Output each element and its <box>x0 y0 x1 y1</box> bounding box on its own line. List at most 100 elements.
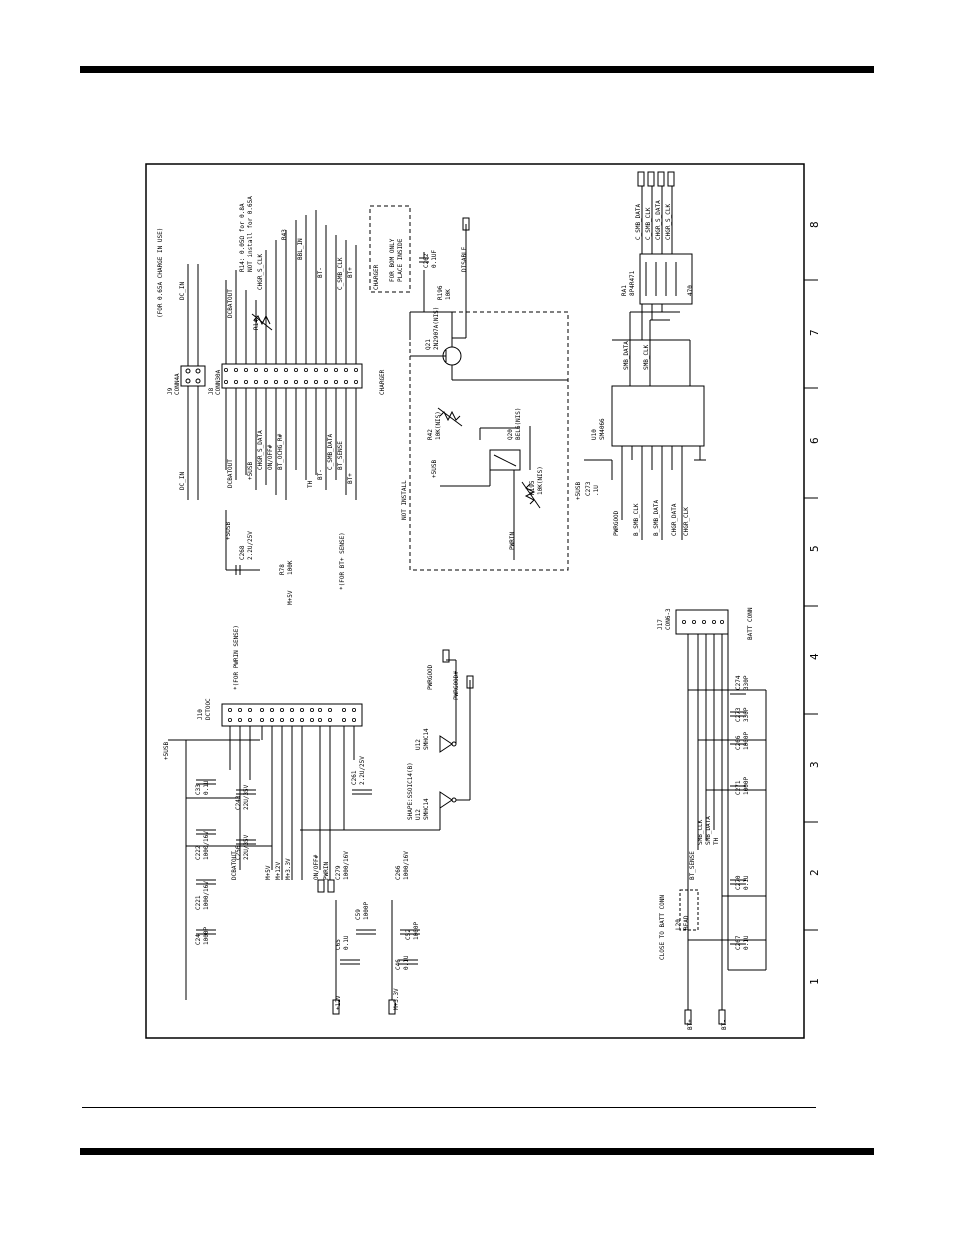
charger-test-label: CHARGER <box>373 264 380 290</box>
zone-label: 7 <box>808 329 821 336</box>
bt-sense-batt-label: BT_SENSE <box>689 851 696 880</box>
c-smb-data-label: C_SMB_DATA <box>327 433 334 470</box>
r195-resistor <box>521 481 541 509</box>
u12b-ref: U12 <box>415 739 422 750</box>
zone-label: 3 <box>808 761 821 768</box>
bbl-in-label: BBL_IN <box>297 238 304 260</box>
r78-ref: R78 <box>279 564 286 575</box>
zone-label: 5 <box>808 545 821 552</box>
v5-label: +5USB <box>163 742 170 760</box>
bt-sense-note: *(FOR BT+ SENSE) <box>339 532 346 590</box>
l20-value: BEAD <box>683 915 690 930</box>
r14-note-1: R14: 0.05Ω for 0.8A <box>239 203 246 272</box>
u12-shape: SHAPE:SSOIC14(B) <box>407 762 414 820</box>
q20-transistor <box>440 426 531 560</box>
c270-ref: C270 <box>735 875 742 890</box>
c261-value: 2.2U/25V <box>359 756 366 785</box>
c65-ref: C65 <box>335 939 342 950</box>
c274-ref: C274 <box>735 675 742 690</box>
th-label: TH <box>307 480 314 488</box>
u10-switch-ic <box>584 311 706 540</box>
c24-value: 1000P <box>203 927 210 945</box>
c243-ref: C243 <box>235 795 242 810</box>
chgr-clk-label: CHGR_CLK <box>683 507 690 536</box>
j10-connector <box>168 703 363 880</box>
bt-minus-top-label: BT- <box>317 267 324 278</box>
v5usb-label: +5USB <box>247 462 254 480</box>
c221-value: 1000/16V <box>203 881 210 910</box>
c268-ref: C268 <box>239 545 246 560</box>
batt-caps <box>730 689 746 945</box>
c273b-value: 330P <box>743 707 750 722</box>
smb-data-batt-label: SMB_DATA <box>705 816 712 845</box>
zone-label: 8 <box>808 221 821 228</box>
c267-ref: C267 <box>735 935 742 950</box>
j9-connector <box>180 264 206 500</box>
bt-minus-batt-label: BT- <box>721 1019 728 1030</box>
pwrin-lower-label: PWRIN <box>323 862 330 880</box>
disable-label: DISABLE <box>461 246 468 272</box>
j8-connector <box>221 210 363 500</box>
bt-minus-bottom-label: BT- <box>317 469 324 480</box>
zone-label: 1 <box>808 978 821 985</box>
not-install-box <box>409 311 569 571</box>
chgr-data-label: CHGR_DATA <box>671 503 678 536</box>
c271-value: 1000P <box>743 777 750 795</box>
r14-ref: R14 <box>253 319 260 330</box>
place-inside-label: PLACE INSIDE <box>397 238 404 282</box>
bottom-caps <box>185 740 420 1015</box>
batt-conn-label: BATT CONN <box>747 607 754 640</box>
u12-buffers <box>300 649 474 831</box>
c33-value: 0.1U <box>203 780 210 795</box>
r43-ref: R43 <box>281 229 288 240</box>
c222-ref: C222 <box>195 845 202 860</box>
bt-plus-bottom-label: BT+ <box>347 473 354 484</box>
j17-batt-connector <box>675 609 767 1025</box>
c52-value: 1000P <box>413 922 420 940</box>
zone-label: 6 <box>808 437 821 444</box>
j10-ref: J10 <box>197 709 204 720</box>
c266-ref: C266 <box>395 865 402 880</box>
close-to-batt-note: CLOSE TO BATT CONN <box>659 895 666 960</box>
zone-ticks <box>804 279 818 931</box>
c266b-value: 1000P <box>743 732 750 750</box>
chgr-s-clk-right-label: CHGR_S_CLK <box>665 203 672 240</box>
on-off-label: ON/OFF# <box>267 444 274 470</box>
c24-ref: C24 <box>195 934 202 945</box>
m12v-label: M+12V <box>275 862 282 880</box>
r78-value: 100K <box>287 560 294 575</box>
j9-ref: J9 <box>167 387 174 395</box>
c266b-ref: C266 <box>735 735 742 750</box>
c268-value: 2.2U/25V <box>247 531 254 560</box>
schematic-frame <box>145 163 805 1039</box>
pwrin-mid-label: PWRIN <box>509 532 516 550</box>
r14-resistor <box>251 313 273 331</box>
c268-capacitor <box>225 510 260 575</box>
bt-sense-label: BT_SENSE <box>337 441 344 470</box>
c221-ref: C221 <box>195 895 202 910</box>
c33-ref: C33 <box>195 784 202 795</box>
c-smb-data-right-label: C_SMB_DATA <box>635 203 642 240</box>
m33v-bottom-label: M+3.3V <box>393 988 400 1010</box>
pwrgood-lower-label: PWRGOOD <box>427 664 434 690</box>
b-smb-data-label: B_SMB_DATA <box>653 499 660 536</box>
top-rule <box>80 66 874 73</box>
c271-ref: C271 <box>735 780 742 795</box>
c273-value: .1U <box>593 485 600 496</box>
ra1-ref: RA1 <box>621 285 628 296</box>
bt-plus-top-label: BT+ <box>347 267 354 278</box>
bottom-thin-rule <box>82 1107 816 1108</box>
th-batt-label: TH <box>713 837 720 845</box>
charge-note: (FOR 0.65A CHARGE IN USE) <box>157 228 164 318</box>
chgr-s-data-right-label: CHGR_S_DATA <box>655 200 662 240</box>
l20-ref: L20 <box>675 919 682 930</box>
c273b-ref: C273 <box>735 707 742 722</box>
zone-label: 4 <box>808 653 821 660</box>
c266-value: 1000/16V <box>403 851 410 880</box>
q20-type: BEL6(NIS) <box>515 407 522 440</box>
dcbatout-top-label: DCBATOUT <box>227 289 234 318</box>
m5v-label: M+5V <box>287 590 294 605</box>
q21-type: 2N2907A(NIS) <box>433 307 440 350</box>
c262-ref: C262 <box>423 253 430 268</box>
